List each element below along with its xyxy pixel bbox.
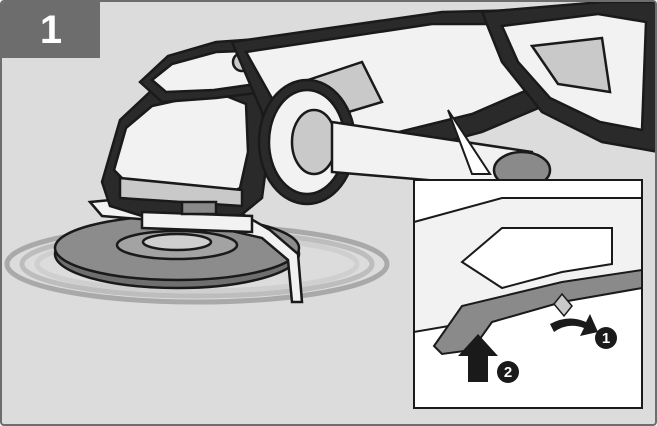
- up-arrow-icon: [458, 334, 498, 382]
- step-number-badge: 1: [2, 2, 100, 58]
- paddle-lever: [432, 268, 643, 356]
- gear-head: [100, 70, 270, 234]
- callout-pointer: [447, 109, 492, 175]
- detail-inset: [413, 179, 643, 409]
- callout-1-badge: [595, 327, 617, 349]
- callout-1-label: 1: [602, 330, 610, 347]
- rear-grip: [480, 2, 655, 153]
- callout-2-label: 2: [504, 364, 512, 381]
- rotate-arrow-icon: [550, 314, 598, 336]
- grinding-disc: [53, 214, 301, 290]
- callout-2-badge: [497, 361, 519, 383]
